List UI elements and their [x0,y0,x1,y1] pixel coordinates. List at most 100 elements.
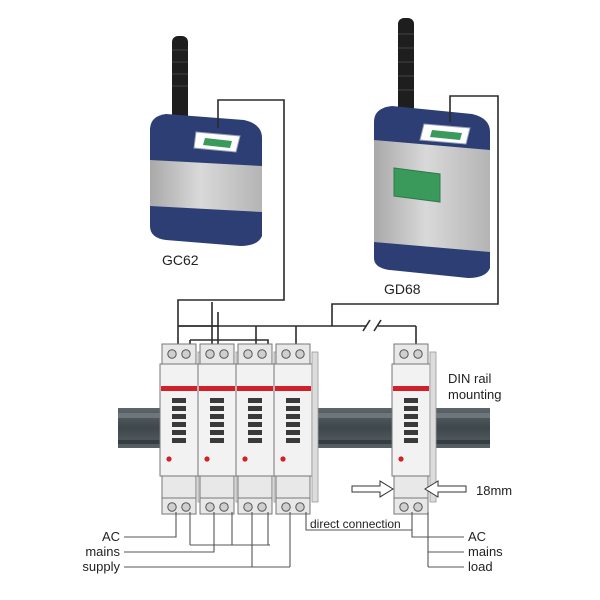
status-led-icon [204,456,210,462]
screw-terminal-icon [281,502,291,512]
bottom-terminal-block [275,475,311,499]
gc62-device [150,36,262,246]
screw-terminal-icon [181,502,191,512]
relay-module [391,343,437,515]
relay-red-band [161,386,197,391]
screw-terminal-icon [181,349,191,359]
top-terminal-block [393,343,429,365]
bottom-terminal-block [199,475,235,499]
din-rail-label-line2: mounting [448,387,501,402]
indicator-slot [210,414,224,419]
screw-terminal-icon [281,349,291,359]
status-led-icon [166,456,172,462]
indicator-slot [172,430,186,435]
gd68-device [374,18,490,278]
indicator-slot [248,398,262,403]
relay-housing [391,363,431,477]
width-dimension [351,480,467,498]
indicator-slot [210,406,224,411]
screw-terminal-icon [205,349,215,359]
indicator-slot [172,398,186,403]
screw-terminal-icon [413,349,423,359]
relay-module [235,343,281,515]
screw-terminal-icon [205,502,215,512]
relay-module [273,343,319,515]
din-rail-label-line1: DIN rail [448,371,491,386]
front-display-icon [393,167,441,203]
width-label: 18mm [476,483,512,498]
arrow-left-icon [424,480,467,498]
status-led-icon [280,456,286,462]
direct-connection-label: direct connection [310,517,401,531]
screw-terminal-icon [295,502,305,512]
relay-module-single [391,343,437,515]
relay-red-band [393,386,429,391]
indicator-slot [248,406,262,411]
top-terminal-block [199,343,235,365]
relay-module [197,343,243,515]
top-terminal-block [237,343,273,365]
bottom-terminal-strip [237,497,273,515]
arrow-right-icon [351,480,394,498]
screw-terminal-icon [167,349,177,359]
screw-terminal-icon [399,502,409,512]
relay-red-band [275,386,311,391]
indicator-slot [172,422,186,427]
indicator-slot [404,430,418,435]
relay-red-band [237,386,273,391]
relay-housing [159,363,199,477]
relay-housing [273,363,313,477]
indicator-slot [248,422,262,427]
supply-label-supply: supply [82,559,120,574]
indicator-slot [286,398,300,403]
screw-terminal-icon [167,502,177,512]
gc62-label: GC62 [162,252,199,268]
indicator-slot [210,398,224,403]
screw-terminal-icon [399,349,409,359]
relay-bank [159,343,319,515]
indicator-slot [286,422,300,427]
indicator-slot [210,422,224,427]
relay-housing [235,363,275,477]
bottom-terminal-strip [393,497,429,515]
screw-terminal-icon [295,349,305,359]
indicator-slot [172,438,186,443]
indicator-slot [286,406,300,411]
indicator-slot [248,414,262,419]
bottom-terminal-strip [199,497,235,515]
screw-terminal-icon [413,502,423,512]
supply-label-mains: mains [85,544,120,559]
screw-terminal-icon [243,349,253,359]
screw-terminal-icon [257,502,267,512]
indicator-slot [248,438,262,443]
load-label-mains: mains [468,544,503,559]
load-label-ac: AC [468,529,486,544]
indicator-slot [404,398,418,403]
top-terminal-block [275,343,311,365]
relay-red-band [199,386,235,391]
supply-label-ac: AC [102,529,120,544]
indicator-slot [286,430,300,435]
screw-terminal-icon [219,502,229,512]
indicator-slot [172,406,186,411]
mains-wiring [124,512,464,568]
indicator-slot [210,430,224,435]
load-label-load: load [468,559,493,574]
bottom-terminal-strip [275,497,311,515]
status-led-icon [398,456,404,462]
indicator-slot [172,414,186,419]
antenna-icon [398,18,414,116]
top-terminal-block [161,343,197,365]
indicator-slot [210,438,224,443]
indicator-slot [248,430,262,435]
indicator-slot [404,422,418,427]
screw-terminal-icon [257,349,267,359]
relay-module [159,343,205,515]
relay-side [429,351,437,503]
status-led-icon [242,456,248,462]
bottom-terminal-block [237,475,273,499]
indicator-slot [404,414,418,419]
indicator-slot [286,414,300,419]
bottom-terminal-strip [161,497,197,515]
